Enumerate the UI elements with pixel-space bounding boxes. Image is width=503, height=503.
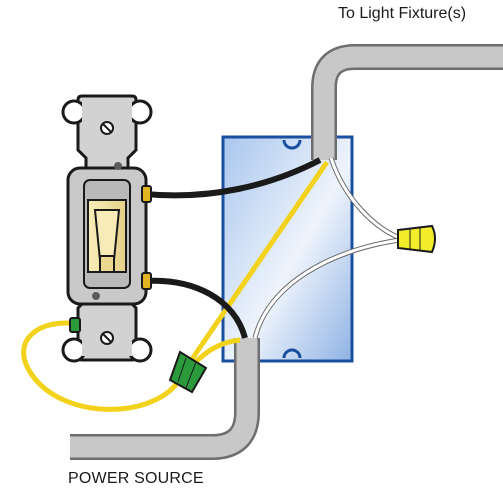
toggle-lever <box>93 209 121 261</box>
mounting-screw-bottom <box>100 331 114 345</box>
strap-ear-bottom-right <box>127 337 153 363</box>
brass-terminal-top <box>141 185 152 203</box>
brass-terminal-bottom <box>141 272 152 290</box>
green-wire-nut <box>168 350 208 394</box>
label-to-light-fixture: To Light Fixture(s) <box>338 5 467 22</box>
hot-wires <box>144 157 322 339</box>
box-bottom-screw-slot <box>282 348 302 359</box>
label-power-source: POWER SOURCE <box>68 470 204 487</box>
yellow-wire-nut <box>397 224 436 254</box>
box-top-screw-slot <box>282 139 302 150</box>
strap-ear-top-left <box>61 99 87 125</box>
switch-detail-dot-1 <box>114 162 122 170</box>
ground-wires <box>21 160 330 412</box>
switch-detail-dot-2 <box>92 292 100 300</box>
mounting-screw-top <box>100 121 114 135</box>
strap-ear-bottom-left <box>61 337 87 363</box>
cable-from-power-source <box>70 338 260 460</box>
toggle-tip <box>99 255 115 273</box>
green-ground-screw <box>69 317 81 333</box>
single-pole-switch <box>61 94 153 363</box>
cable-to-light-fixture <box>311 44 503 160</box>
strap-ear-top-right <box>127 99 153 125</box>
neutral-wires <box>252 157 401 339</box>
